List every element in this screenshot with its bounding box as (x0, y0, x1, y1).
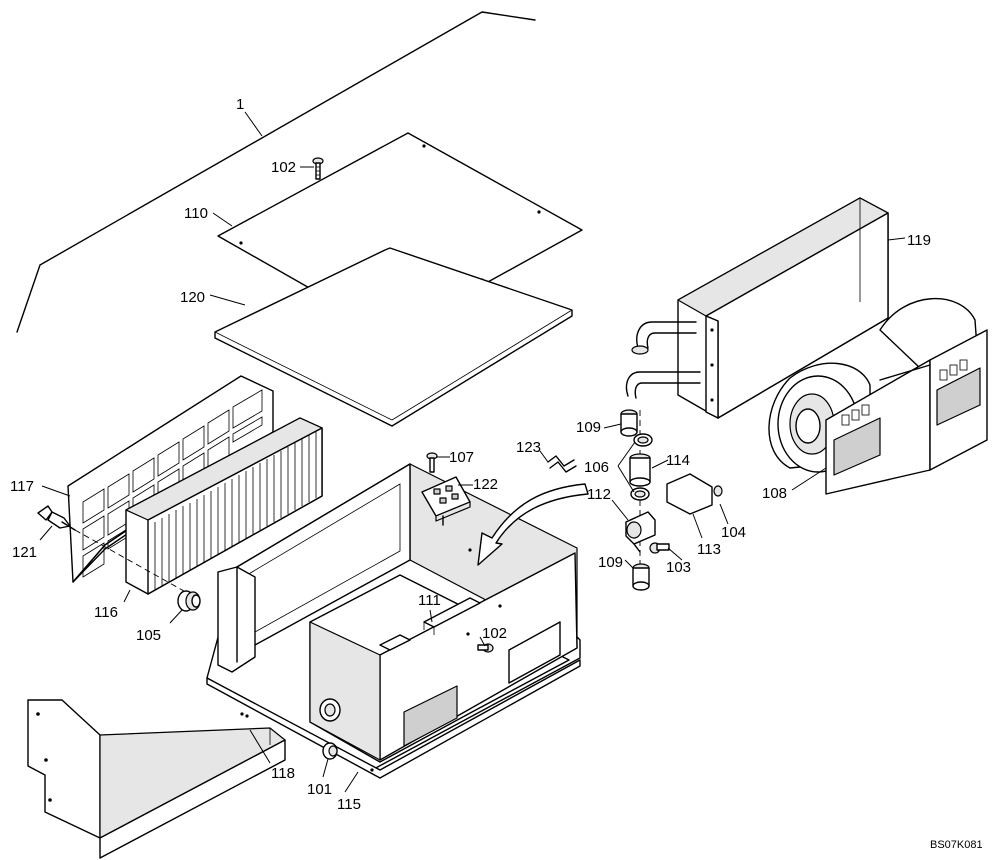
callout-111: 111 (418, 592, 441, 609)
callout-120: 120 (180, 289, 205, 306)
callout-101: 101 (307, 781, 332, 798)
part-119-heater-core (625, 197, 889, 419)
assembly-1-bracket (16, 11, 536, 333)
callout-123: 123 (516, 439, 541, 456)
callout-109-bottom: 109 (598, 554, 623, 571)
callout-107: 107 (449, 449, 474, 466)
install-arrow (477, 483, 589, 566)
part-123-clip (547, 455, 577, 473)
callout-117: 117 (10, 478, 34, 495)
callout-102-top: 102 (271, 159, 296, 176)
callout-105: 105 (136, 627, 161, 644)
part-118-duct (27, 699, 286, 859)
callout-labels: 1 102 110 120 119 117 121 116 105 107 12… (10, 96, 983, 851)
part-115-housing (206, 463, 581, 779)
callout-122: 122 (473, 476, 498, 493)
valve-assembly (620, 409, 723, 591)
callout-103: 103 (666, 559, 691, 576)
part-105-grommet (177, 590, 201, 612)
callout-106: 106 (584, 459, 609, 476)
callout-112: 112 (587, 486, 611, 503)
callout-110: 110 (184, 205, 208, 222)
part-116-filter (74, 417, 323, 601)
reference-code: BS07K081 (930, 839, 983, 851)
part-111-inner-bracket (423, 597, 481, 635)
part-102-screw-top (312, 157, 324, 180)
callout-114: 114 (666, 452, 690, 469)
leader-lines (39, 111, 906, 793)
part-102-screw-mid (477, 643, 494, 653)
callout-116: 116 (94, 604, 118, 621)
part-101-grommet-ring (322, 742, 338, 760)
callout-1: 1 (236, 96, 244, 113)
callout-102-mid: 102 (482, 625, 507, 642)
part-121-wing-screw (37, 505, 76, 531)
part-120-gasket (214, 247, 573, 427)
part-122-resistor (421, 476, 471, 526)
callout-118: 118 (271, 765, 295, 782)
callout-109-top: 109 (576, 419, 601, 436)
callout-115: 115 (337, 796, 361, 813)
part-107-screw (426, 452, 438, 473)
callout-119: 119 (907, 232, 931, 249)
callout-108: 108 (762, 485, 787, 502)
callout-104: 104 (721, 524, 746, 541)
part-113-bracket (666, 473, 713, 515)
callout-113: 113 (697, 541, 721, 558)
part-108-blower (768, 298, 988, 495)
part-104-nut (713, 485, 723, 497)
callout-121: 121 (12, 544, 37, 561)
